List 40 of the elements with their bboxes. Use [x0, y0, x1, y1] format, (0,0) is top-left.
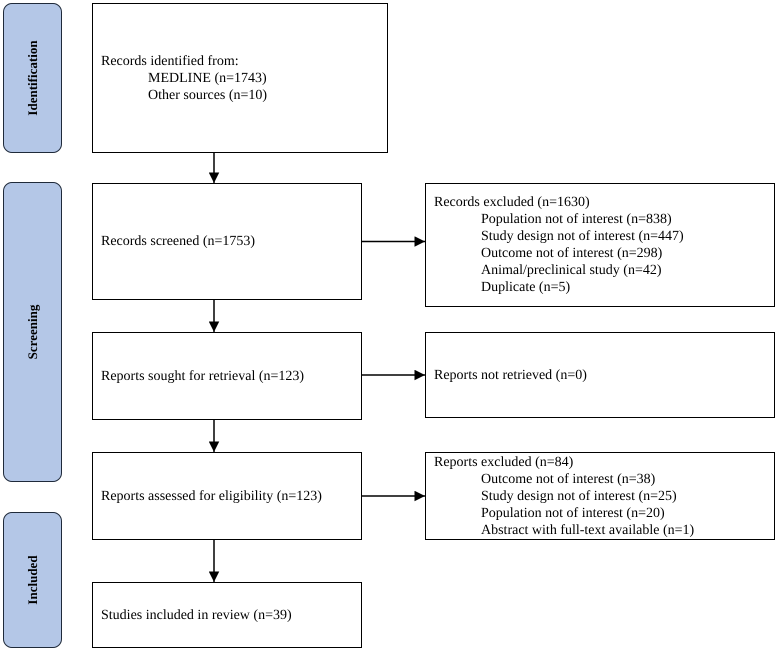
- list-item: Population not of interest (n=20): [480, 504, 666, 522]
- list-item: Outcome not of interest (n=38): [480, 470, 656, 488]
- list-item: Study design not of interest (n=447): [480, 228, 685, 245]
- arrow: [362, 370, 425, 380]
- box-text: Reports not retrieved (n=0): [434, 366, 588, 384]
- box-text: Reports excluded (n=84): [434, 454, 574, 470]
- list-item: Outcome not of interest (n=298): [480, 245, 664, 262]
- process-box: [92, 332, 362, 420]
- box-text: Records identified from:: [101, 52, 240, 70]
- arrow: [208, 153, 220, 183]
- process-box: [92, 582, 362, 648]
- stage-label: Screening: [24, 304, 40, 360]
- list-item: Population not of interest (n=838): [480, 211, 673, 228]
- arrow: [208, 540, 220, 582]
- process-box: [92, 183, 362, 300]
- arrow: [362, 236, 425, 247]
- stage-label: Included: [24, 555, 40, 605]
- process-box: [425, 332, 775, 418]
- process-box: [92, 452, 362, 540]
- process-box: [425, 183, 775, 307]
- list-item: Other sources (n=10): [147, 86, 268, 104]
- stage-label: Identification: [24, 40, 40, 116]
- box-text: Studies included in review (n=39): [101, 606, 293, 624]
- box-text: Records screened (n=1753): [101, 233, 256, 250]
- list-item: Abstract with full-text available (n=1): [480, 522, 696, 538]
- arrow: [362, 490, 425, 502]
- box-text: Reports sought for retrieval (n=123): [101, 368, 306, 384]
- list-item: Study design not of interest (n=25): [480, 488, 678, 504]
- list-item: Duplicate (n=5): [480, 279, 572, 296]
- process-box: [425, 452, 775, 540]
- list-item: Animal/preclinical study (n=42): [480, 262, 663, 279]
- arrow: [208, 420, 220, 452]
- box-text: Reports assessed for eligibility (n=123): [101, 488, 323, 504]
- stage-band: [3, 512, 62, 648]
- stage-band: [3, 3, 62, 153]
- arrow: [208, 300, 220, 332]
- process-box: [92, 3, 388, 153]
- box-text: Records excluded (n=1630): [434, 194, 591, 211]
- list-item: MEDLINE (n=1743): [147, 70, 268, 86]
- stage-band: [3, 182, 62, 482]
